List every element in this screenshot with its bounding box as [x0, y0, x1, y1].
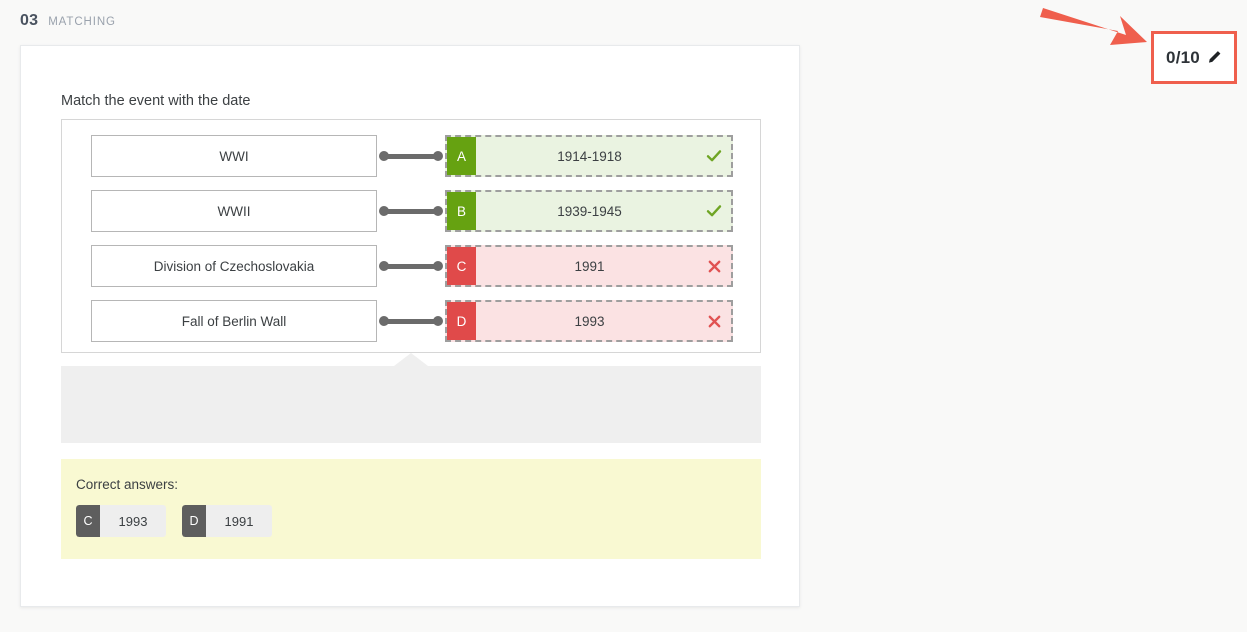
answer-letter: C — [447, 247, 476, 285]
answer-letter: A — [447, 137, 476, 175]
check-icon — [706, 192, 722, 230]
cross-icon — [707, 247, 722, 285]
correct-answers-panel: Correct answers: C 1993 D 1991 — [61, 459, 761, 559]
correct-answer-chip: D 1991 — [182, 505, 272, 537]
event-box[interactable]: WWI — [91, 135, 377, 177]
pencil-icon[interactable] — [1207, 50, 1222, 65]
answer-letter: D — [447, 302, 476, 340]
question-card: Match the event with the date WWI A 1914… — [20, 45, 800, 607]
event-box[interactable]: Division of Czechoslovakia — [91, 245, 377, 287]
score-badge[interactable]: 0/10 — [1154, 34, 1234, 81]
answer-value: 1914-1918 — [557, 148, 622, 164]
correct-answers-list: C 1993 D 1991 — [76, 505, 761, 537]
question-header: 03 MATCHING — [20, 12, 116, 30]
check-icon — [706, 137, 722, 175]
panel-notch-icon — [394, 353, 428, 366]
match-row: Fall of Berlin Wall D 1993 — [62, 300, 760, 342]
question-prompt: Match the event with the date — [61, 93, 251, 109]
matching-container: WWI A 1914-1918 WWII B 1939-1945 — [61, 119, 761, 353]
drop-zone-panel[interactable] — [61, 353, 761, 443]
answer-box[interactable]: A 1914-1918 — [445, 135, 733, 177]
score-value: 0/10 — [1166, 47, 1200, 67]
match-row: WWII B 1939-1945 — [62, 190, 760, 232]
correct-answers-title: Correct answers: — [76, 477, 179, 492]
answer-box[interactable]: D 1993 — [445, 300, 733, 342]
event-box[interactable]: Fall of Berlin Wall — [91, 300, 377, 342]
chip-value: 1993 — [100, 505, 166, 537]
chip-letter: D — [182, 505, 206, 537]
answer-box[interactable]: C 1991 — [445, 245, 733, 287]
match-row: WWI A 1914-1918 — [62, 135, 760, 177]
answer-value: 1991 — [574, 258, 605, 274]
correct-answer-chip: C 1993 — [76, 505, 166, 537]
connector-line — [377, 135, 445, 177]
question-type-label: MATCHING — [48, 16, 116, 28]
answer-value: 1993 — [574, 313, 605, 329]
answer-box[interactable]: B 1939-1945 — [445, 190, 733, 232]
answer-value: 1939-1945 — [557, 203, 622, 219]
chip-letter: C — [76, 505, 100, 537]
arrow-right-icon — [1040, 8, 1147, 45]
event-box[interactable]: WWII — [91, 190, 377, 232]
connector-line — [377, 245, 445, 287]
match-row: Division of Czechoslovakia C 1991 — [62, 245, 760, 287]
chip-value: 1991 — [206, 505, 272, 537]
connector-line — [377, 300, 445, 342]
cross-icon — [707, 302, 722, 340]
score-badge-highlight: 0/10 — [1151, 31, 1237, 84]
connector-line — [377, 190, 445, 232]
annotation-arrow — [1040, 4, 1150, 50]
question-number: 03 — [20, 12, 39, 29]
answer-letter: B — [447, 192, 476, 230]
